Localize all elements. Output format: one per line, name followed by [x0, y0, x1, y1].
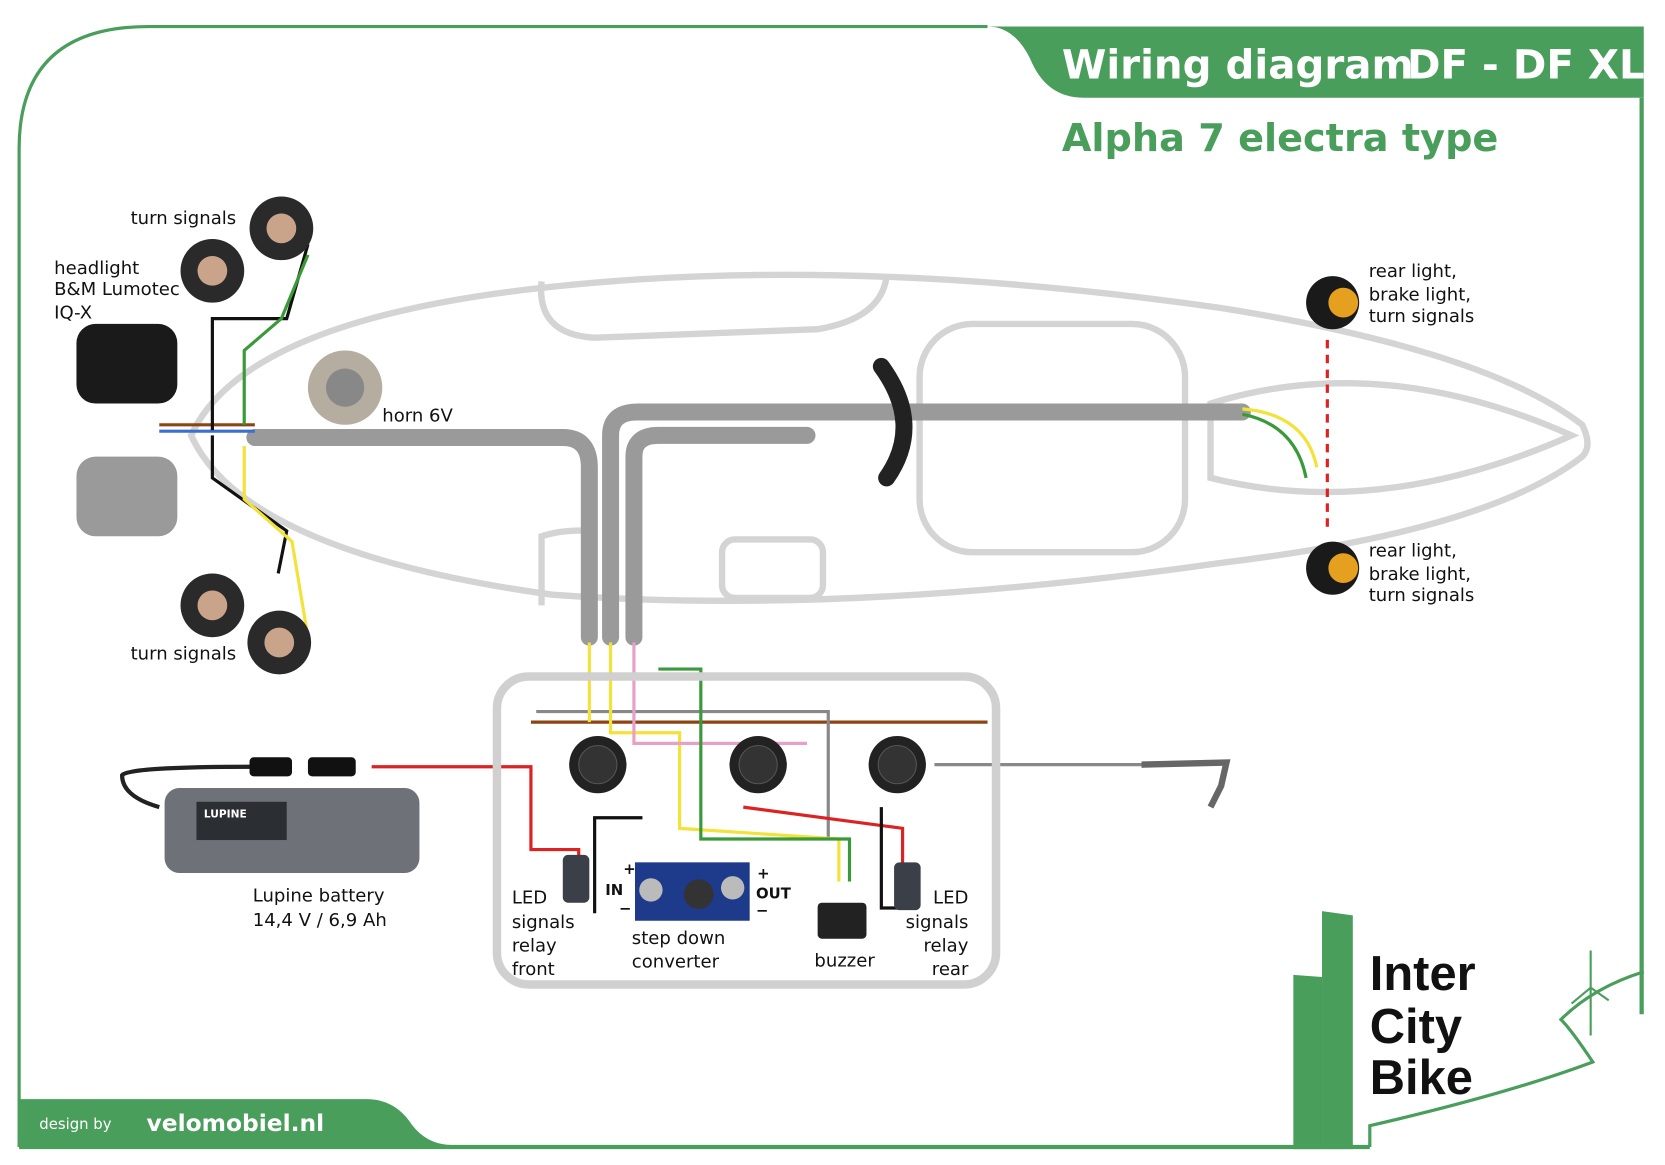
converter-out-label: OUT — [756, 884, 792, 902]
label-rear-bottom-1: rear light, — [1369, 540, 1457, 561]
lupine-battery-icon: LUPINE — [119, 757, 420, 873]
logo-bike: Bike — [1370, 1051, 1473, 1105]
step-down-converter-icon — [634, 862, 750, 921]
relay-rear-icon — [894, 862, 921, 911]
converter-in-label: IN — [605, 881, 623, 899]
label-battery-2: 14,4 V / 6,9 Ah — [253, 910, 387, 931]
brake-lever-icon — [872, 357, 913, 487]
label-relay-front-4: front — [512, 959, 555, 980]
label-turn-signals-front-top: turn signals — [131, 208, 237, 229]
wire-harness — [246, 403, 1251, 646]
label-relay-rear-2: signals — [906, 912, 969, 933]
footer-band — [19, 1099, 1370, 1150]
wires — [159, 243, 1329, 914]
turn-signal-front-bottom-icons — [180, 573, 312, 675]
logo-inter: Inter — [1370, 947, 1476, 1001]
label-relay-front-2: signals — [512, 912, 575, 933]
rear-light-bottom-icon — [1306, 541, 1360, 595]
diagram-title: Wiring diagram — [1062, 42, 1414, 89]
switch-middle[interactable] — [729, 735, 787, 794]
label-rear-top-3: turn signals — [1369, 306, 1475, 327]
label-relay-rear-4: rear — [932, 959, 969, 980]
velomobile-outline — [187, 271, 1591, 606]
label-buzzer: buzzer — [814, 950, 875, 971]
control-box — [492, 672, 1001, 989]
footer-design-by: design by — [39, 1115, 111, 1133]
svg-text:−: − — [756, 901, 768, 919]
diagram-model: DF - DF XL — [1407, 42, 1645, 89]
label-relay-front-1: LED — [512, 888, 547, 909]
label-relay-front-3: relay — [512, 936, 557, 957]
switch-right[interactable] — [868, 735, 926, 794]
label-converter-1: step down — [632, 928, 725, 949]
label-horn: horn 6V — [382, 406, 453, 427]
headlight-icon — [76, 323, 178, 537]
label-rear-top-1: rear light, — [1369, 261, 1457, 282]
relay-front-icon — [562, 854, 590, 903]
label-relay-rear-1: LED — [933, 888, 968, 909]
buzzer-icon — [817, 902, 867, 939]
label-headlight-3: IQ-X — [54, 303, 92, 324]
brake-switch-icon — [1141, 759, 1231, 809]
svg-text:−: − — [619, 899, 631, 917]
page-frame — [17, 24, 988, 1147]
svg-text:+: + — [757, 864, 769, 882]
label-rear-top-2: brake light, — [1369, 285, 1471, 306]
label-converter-2: converter — [632, 951, 720, 972]
label-turn-signals-front-bottom: turn signals — [131, 643, 237, 664]
horn-icon — [307, 350, 383, 425]
label-relay-rear-3: relay — [924, 936, 969, 957]
svg-text:+: + — [623, 860, 635, 878]
label-rear-bottom-2: brake light, — [1369, 564, 1471, 585]
intercity-bike-logo: Inter City Bike — [1293, 911, 1645, 1150]
header-band — [987, 26, 1644, 98]
label-rear-bottom-3: turn signals — [1369, 585, 1475, 606]
turn-signal-front-top-icons — [180, 196, 314, 303]
logo-city: City — [1370, 1000, 1462, 1054]
diagram-subtitle: Alpha 7 electra type — [1062, 117, 1498, 161]
rear-light-top-icon — [1306, 276, 1360, 330]
switch-left[interactable] — [569, 735, 627, 794]
label-headlight-1: headlight — [54, 258, 139, 279]
label-battery-1: Lupine battery — [253, 886, 385, 907]
battery-brand: LUPINE — [204, 808, 247, 821]
label-headlight-2: B&M Lumotec — [54, 279, 180, 300]
footer-brand: velomobiel.nl — [147, 1109, 325, 1137]
